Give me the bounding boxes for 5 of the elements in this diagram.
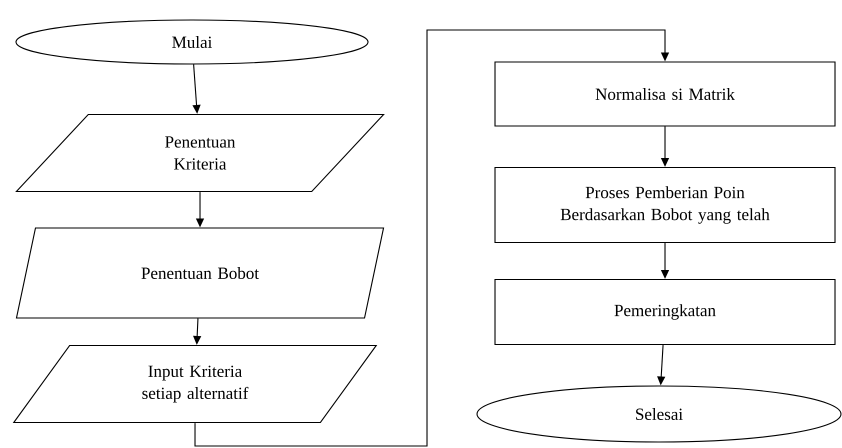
process-box: Normalisa si Matrik <box>494 61 836 127</box>
arrow <box>194 29 670 447</box>
input-parallelogram: Penentuan Bobot <box>16 227 384 319</box>
process-box: Pemeringkatan <box>494 278 836 346</box>
process-box: Proses Pemberian Poin Berdasarkan Bobot yang telah <box>494 166 836 244</box>
